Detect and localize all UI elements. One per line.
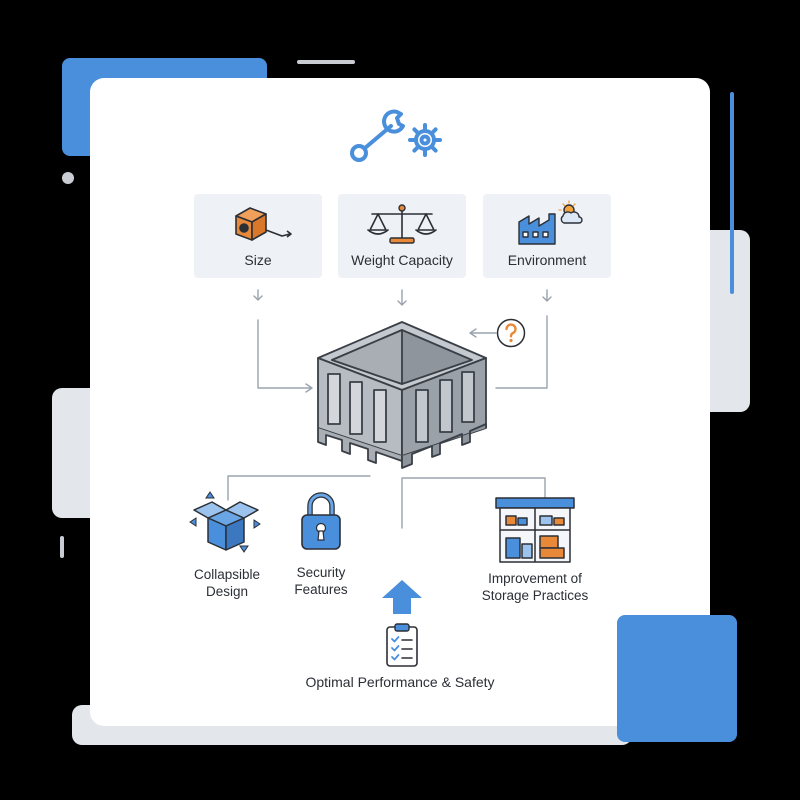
storage-container-icon <box>312 318 492 470</box>
deco-blue-line-right <box>730 92 734 294</box>
collapsible-box-icon <box>186 488 266 558</box>
wrench-gear-icon <box>345 104 455 164</box>
criteria-environment-label: Environment <box>507 252 587 268</box>
criteria-size-box: Size <box>194 194 322 278</box>
outcome-label: Optimal Performance & Safety <box>305 674 495 690</box>
criteria-size-label: Size <box>244 252 272 268</box>
security-label-line1: Security <box>296 565 346 580</box>
up-arrow-icon <box>380 578 424 616</box>
criteria-weight-label: Weight Capacity <box>351 252 453 268</box>
deco-dash-top <box>297 60 355 64</box>
collapsible-label-line2: Design <box>205 584 249 599</box>
criteria-environment-box: Environment <box>483 194 611 278</box>
checklist-clipboard-icon <box>384 622 420 668</box>
question-mark-icon <box>496 318 526 348</box>
storage-label-line2: Storage Practices <box>481 588 589 603</box>
storage-label-line1: Improvement of <box>488 571 582 586</box>
deco-dot-left <box>62 172 74 184</box>
criteria-weight-box: Weight Capacity <box>338 194 466 278</box>
warehouse-shelf-icon <box>494 496 578 564</box>
security-label-line2: Features <box>294 582 348 597</box>
deco-blue-block-bottom-right <box>617 615 737 742</box>
storage-practices-label: Improvement of Storage Practices <box>470 570 600 604</box>
factory-weather-icon <box>483 200 611 246</box>
collapsible-label-line1: Collapsible <box>193 567 261 582</box>
security-features-label: Security Features <box>278 564 364 598</box>
padlock-icon <box>298 490 344 552</box>
balance-scale-icon <box>338 200 466 246</box>
deco-tick-left <box>60 536 64 558</box>
tape-measure-icon <box>194 200 322 246</box>
collapsible-design-label: Collapsible Design <box>176 566 278 600</box>
